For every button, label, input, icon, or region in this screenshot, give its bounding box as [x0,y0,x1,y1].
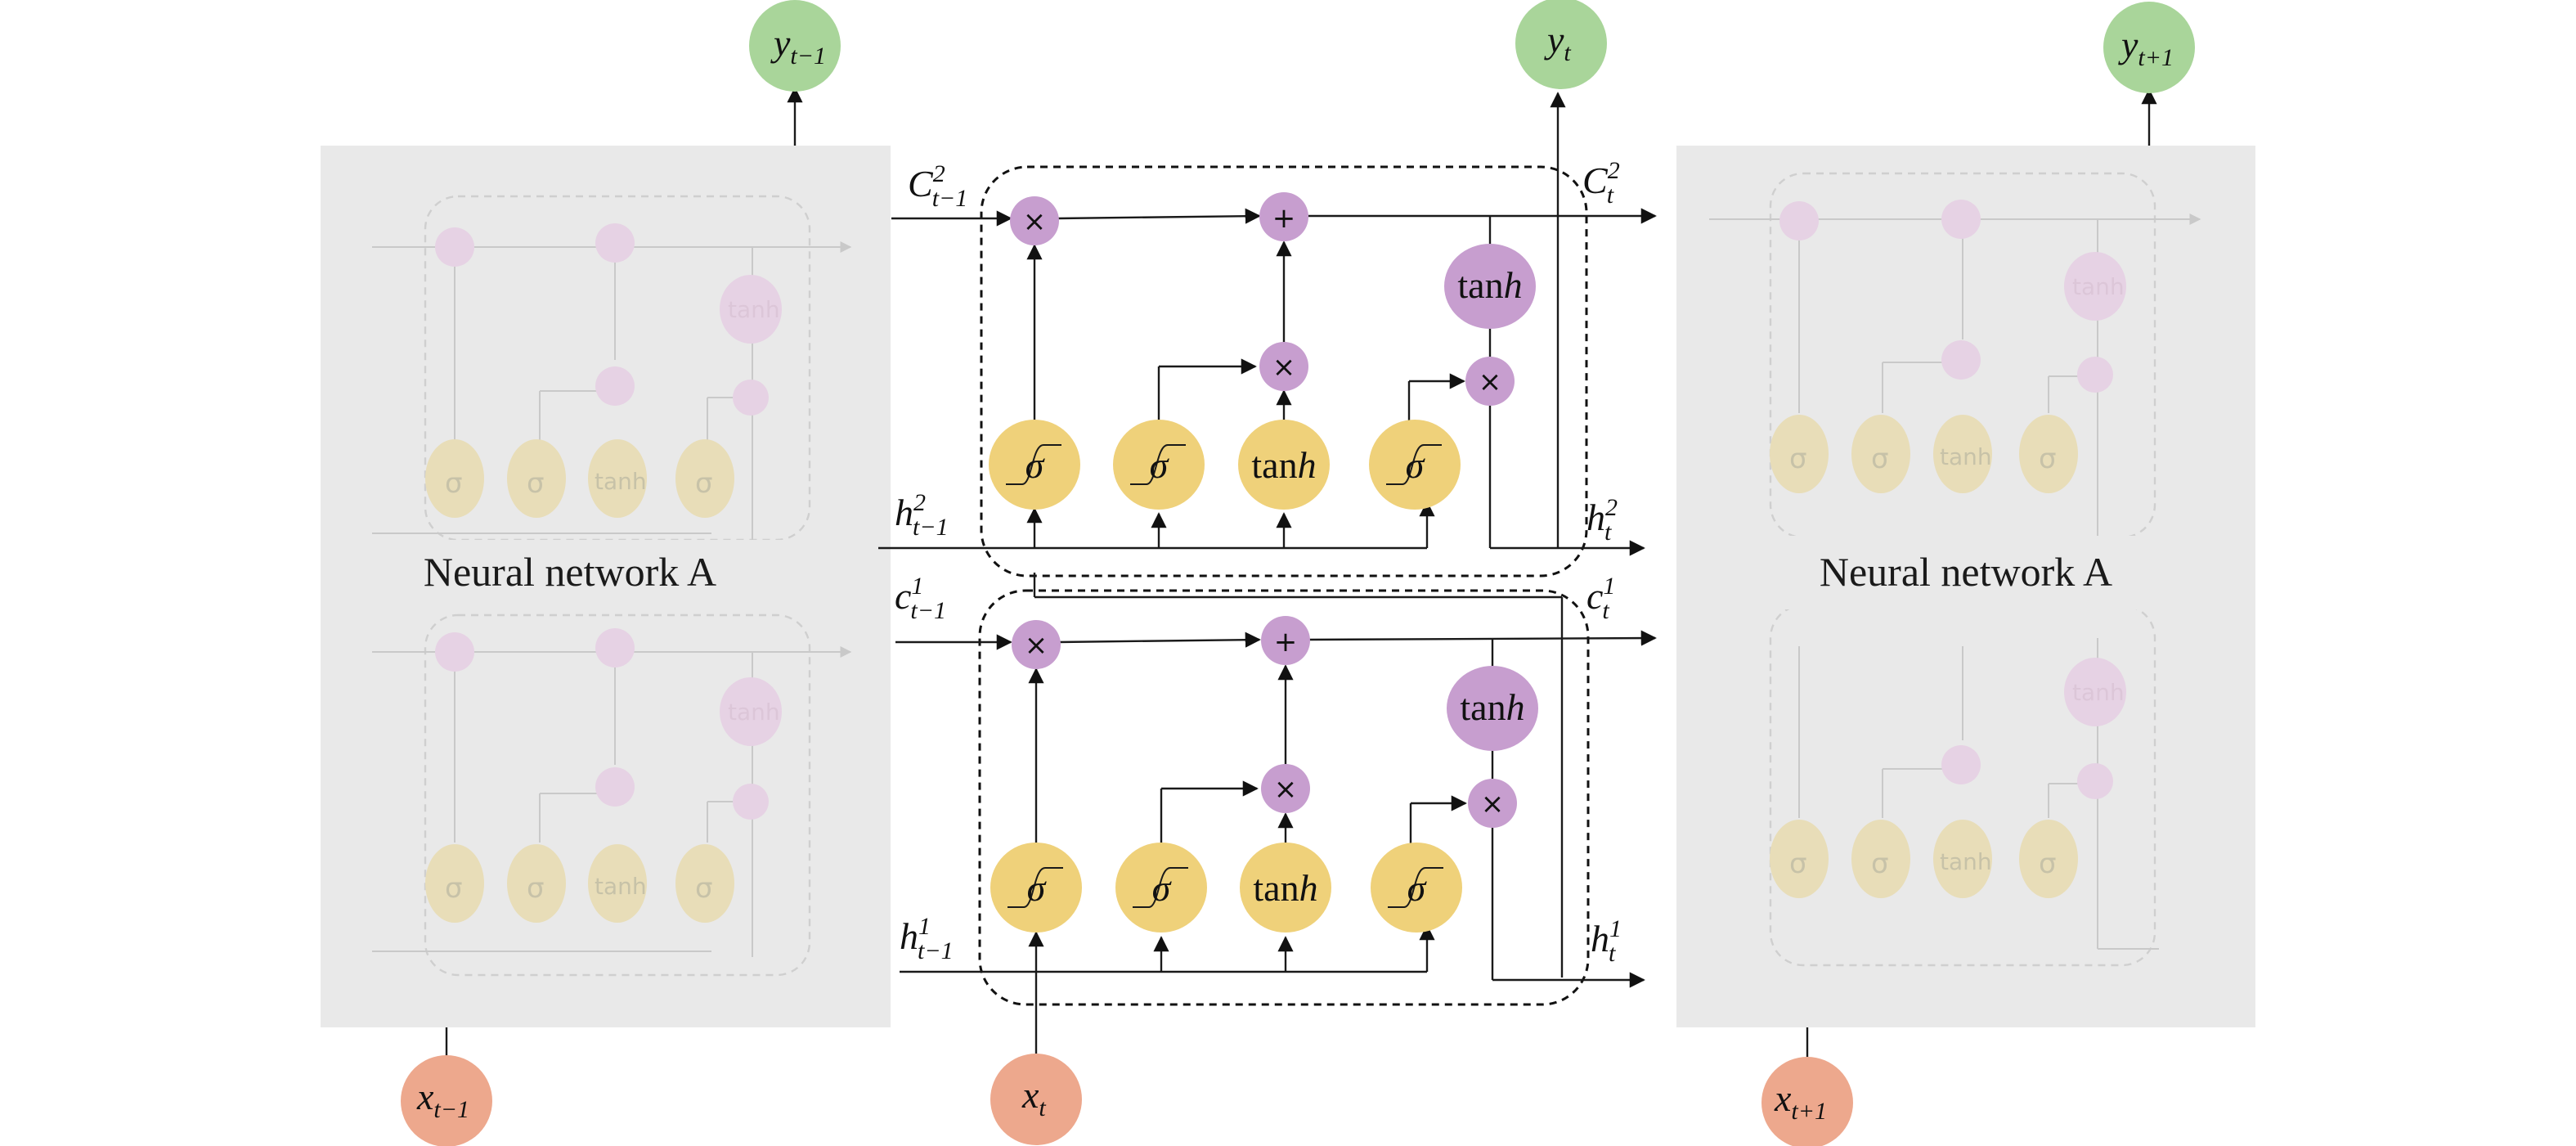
layer-2-output-gate: σ [1369,420,1461,510]
layer-2-boundary [980,165,1588,577]
right-panel: σ σ tanh σ tanh σ σ tanh σ [1676,146,2255,1027]
input-node-x-next: xt+1 [1761,1057,1853,1146]
svg-text:+: + [1274,626,1298,658]
svg-text:×: × [1481,788,1505,820]
svg-text:tanh: tanh [1253,867,1317,909]
svg-text:tanh: tanh [2072,679,2125,706]
svg-text:×: × [1274,773,1298,806]
layer-2-output-multiply: × [1465,357,1515,406]
left-faint-upper-cell: σ σ tanh σ tanh [372,195,852,542]
right-faint-lower-cell: σ σ tanh σ tanh [1769,604,2159,967]
layer-2-forget-gate: σ [989,420,1080,510]
svg-text:xt−1: xt−1 [416,1076,469,1123]
layer-2-candidate-tanh: tanh [1238,420,1330,510]
output-node-y-next: yt+1 [2103,2,2195,93]
svg-text:tanh: tanh [595,873,647,900]
svg-text:tanh: tanh [728,296,780,323]
lstm-layer-1-cell: × + × × tanh σ σ ta [895,573,1657,1054]
layer-1-input-multiply: × [1261,764,1310,813]
svg-text:×: × [1272,351,1296,384]
layer-1-forget-gate: σ [990,843,1082,933]
svg-text:xt+1: xt+1 [1774,1077,1827,1125]
svg-text:σ: σ [1152,867,1173,909]
svg-text:tanh: tanh [595,468,647,495]
svg-text:σ: σ [1871,443,1889,475]
svg-text:σ: σ [2039,847,2057,880]
layer-1-output-multiply: × [1468,779,1517,828]
svg-text:×: × [1023,205,1047,238]
svg-text:σ: σ [445,467,463,500]
svg-text:tanh: tanh [1940,848,1992,875]
left-panel: σ σ tanh σ tanh σ [321,146,891,1027]
right-panel-title: Neural network A [1820,549,2112,595]
svg-text:tanh: tanh [1940,443,1992,470]
svg-text:yt−1: yt−1 [770,22,826,70]
svg-text:σ: σ [1025,444,1046,486]
svg-text:+: + [1272,202,1296,235]
svg-text:tanh: tanh [1460,686,1524,728]
svg-text:σ: σ [695,872,713,905]
svg-text:σ: σ [445,872,463,905]
layer-1-output-gate: σ [1371,843,1462,933]
input-node-x-prev: xt−1 [401,1055,492,1146]
svg-text:σ: σ [1406,444,1426,486]
output-node-y-prev: yt−1 [749,0,841,92]
svg-text:σ: σ [1789,847,1807,880]
layer-2-input-multiply: × [1259,342,1308,391]
svg-text:tanh: tanh [1457,264,1522,306]
lstm-layer-2-cell: × + × × tanh σ σ ta [878,92,1657,577]
left-panel-title: Neural network A [424,549,716,595]
left-faint-lower-cell: σ σ tanh σ tanh [372,613,852,977]
output-nodes: yt−1 yt yt+1 [749,0,2195,146]
input-nodes: xt−1 xt xt+1 [401,1027,1853,1146]
svg-text:σ: σ [2039,443,2057,475]
svg-text:tanh: tanh [1251,444,1316,486]
svg-text:σ: σ [1027,867,1048,909]
layer-1-candidate-tanh: tanh [1240,843,1331,933]
svg-text:σ: σ [527,872,545,905]
layer-1-forget-multiply: × [1012,620,1061,669]
svg-text:σ: σ [1407,867,1428,909]
svg-text:tanh: tanh [2072,273,2125,300]
svg-text:σ: σ [1871,847,1889,880]
svg-text:tanh: tanh [728,699,780,726]
layer-1-cell-add: + [1261,616,1310,665]
svg-text:yt+1: yt+1 [2118,24,2174,71]
svg-text:σ: σ [527,467,545,500]
right-faint-upper-cell: σ σ tanh σ tanh [1709,172,2201,539]
layer-1-input-gate: σ [1115,843,1207,933]
layer-2-cell-add: + [1259,192,1308,241]
svg-text:σ: σ [695,467,713,500]
layer-1-boundary [978,589,1590,1006]
svg-text:×: × [1479,366,1502,398]
layer-2-forget-multiply: × [1010,196,1059,245]
layer-2-input-gate: σ [1113,420,1205,510]
svg-text:yt: yt [1544,19,1571,66]
svg-text:xt: xt [1021,1074,1046,1121]
svg-text:σ: σ [1150,444,1170,486]
layer-1-cell-tanh: tanh [1447,666,1538,751]
svg-text:×: × [1025,629,1048,662]
layer-2-cell-tanh: tanh [1444,244,1536,329]
output-node-y-t: yt [1515,0,1607,89]
input-node-x-t: xt [990,1054,1082,1145]
svg-text:σ: σ [1789,443,1807,475]
